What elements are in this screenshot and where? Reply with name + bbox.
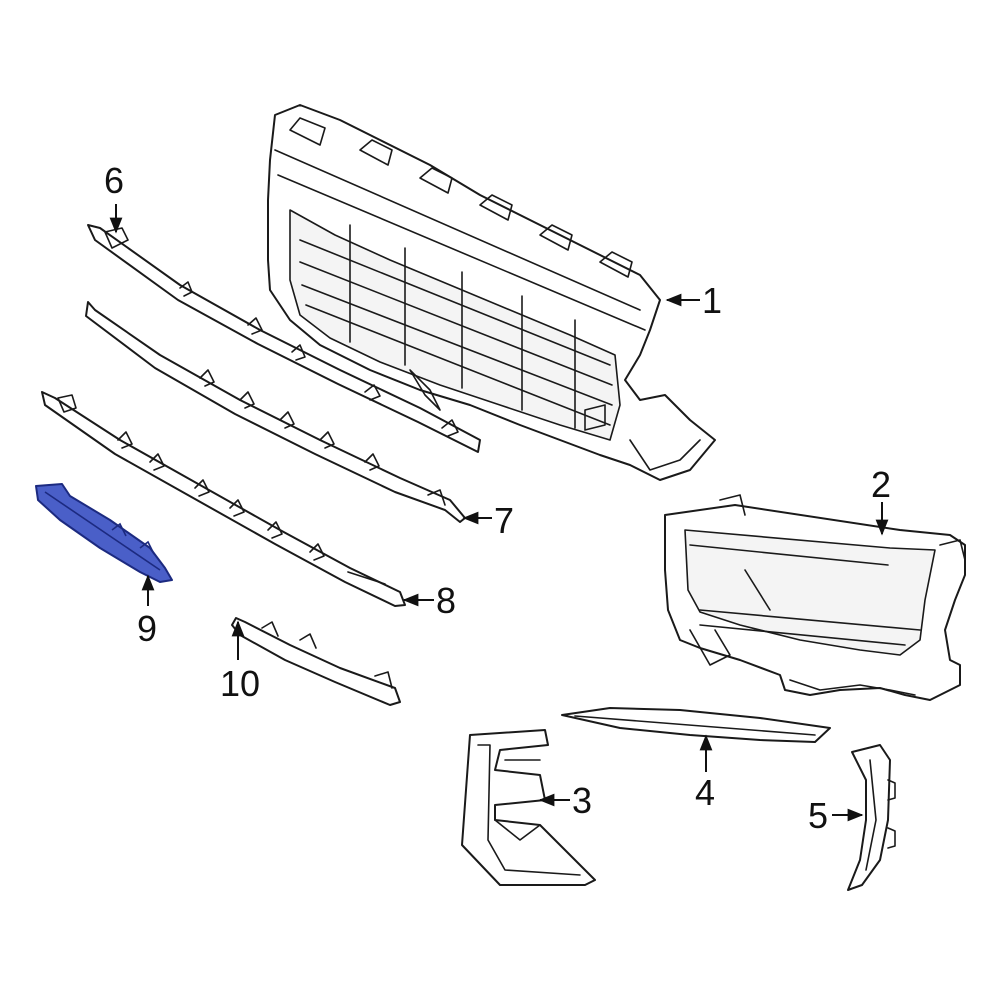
part-9-molding-highlighted[interactable] — [35, 483, 173, 583]
part-3-bracket[interactable] — [461, 729, 596, 886]
callout-5: 5 — [808, 795, 828, 836]
part-4-trim-strip[interactable] — [561, 707, 831, 743]
callout-8: 8 — [436, 580, 456, 621]
callout-9: 9 — [137, 608, 157, 649]
callout-4: 4 — [695, 772, 715, 813]
leader-lines — [109, 204, 889, 822]
part-5-side-trim[interactable] — [847, 744, 896, 891]
callout-1: 1 — [702, 280, 722, 321]
callout-labels: 1 2 3 4 5 6 7 8 9 10 — [104, 160, 891, 836]
callout-10: 10 — [220, 663, 260, 704]
part-8-lower-molding[interactable] — [41, 391, 406, 607]
part-2-air-duct[interactable] — [664, 494, 966, 701]
callout-3: 3 — [572, 780, 592, 821]
callout-2: 2 — [871, 464, 891, 505]
callout-7: 7 — [494, 500, 514, 541]
callout-6: 6 — [104, 160, 124, 201]
part-1-grille-frame[interactable] — [267, 104, 716, 481]
